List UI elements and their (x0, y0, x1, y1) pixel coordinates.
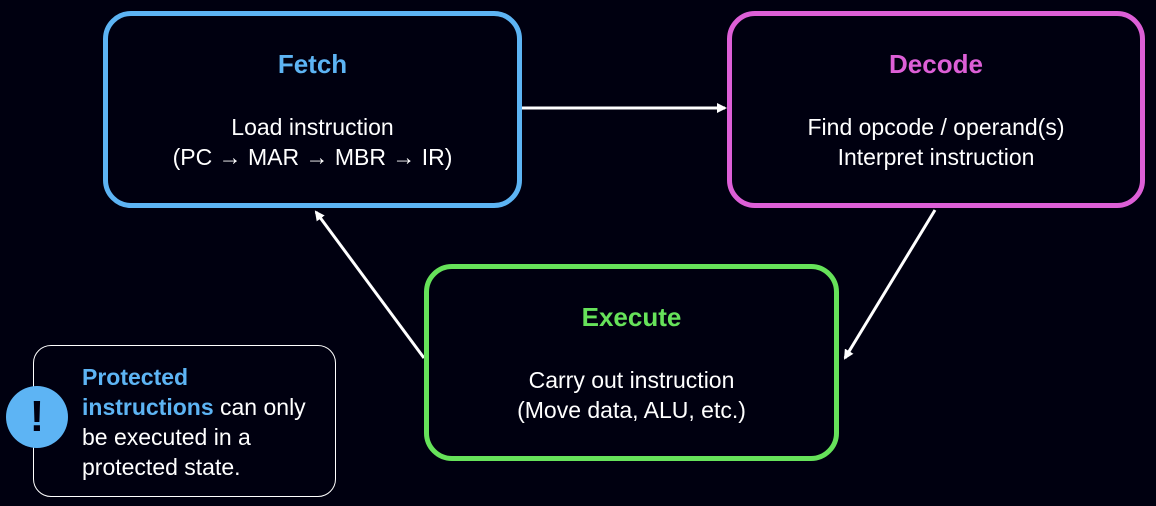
execute-title: Execute (581, 302, 682, 332)
fetch-line-1: Load instruction (231, 114, 394, 140)
execute-line-1: Carry out instruction (528, 367, 735, 393)
protected-note-highlight: Protected instructions (82, 364, 214, 420)
decode-line-2: Interpret instruction (837, 144, 1035, 170)
execute-stage-box: Execute Carry out instruction (Move data… (424, 264, 839, 461)
protected-note-box (33, 345, 336, 497)
fetch-stage-box: Fetch Load instruction (PC → MAR → MBR →… (103, 11, 522, 208)
execute-line-2: (Move data, ALU, etc.) (517, 397, 746, 423)
exclamation-icon: ! (6, 386, 68, 448)
protected-note-text: Protected instructions can only be execu… (82, 362, 322, 482)
decode-title: Decode (889, 49, 983, 79)
arrow-decode-to-execute (843, 209, 937, 360)
arrow-execute-to-fetch (314, 210, 426, 359)
protected-note-body: can only be executed in a protected stat… (82, 394, 306, 480)
fetch-title: Fetch (277, 49, 348, 79)
fetch-line-2: (PC → MAR → MBR → IR) (172, 144, 453, 170)
decode-line-1: Find opcode / operand(s) (807, 114, 1065, 140)
decode-stage-box: Decode Find opcode / operand(s) Interpre… (727, 11, 1145, 208)
